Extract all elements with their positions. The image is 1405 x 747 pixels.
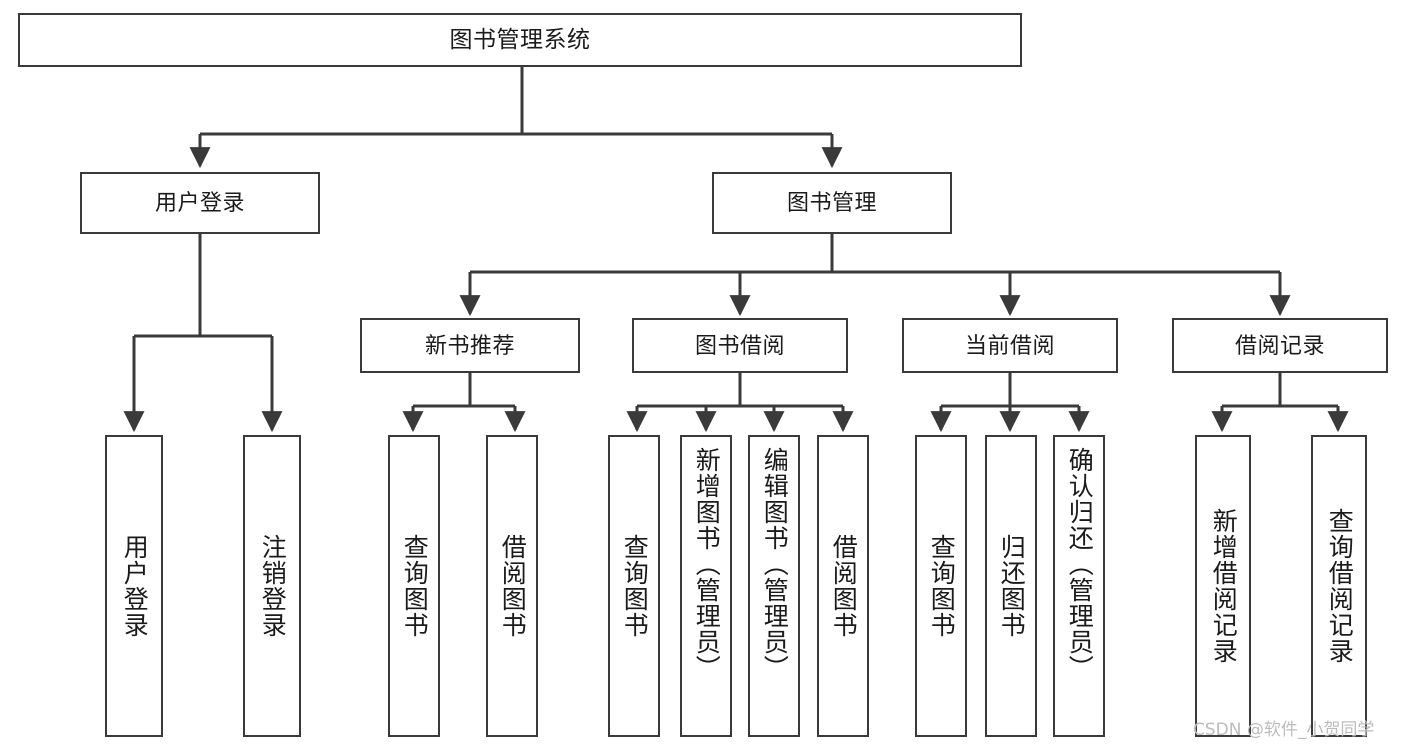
- node-root-label: 图书管理系统: [449, 26, 591, 53]
- node-leaf-borrow-book[interactable]: 借阅图书: [817, 435, 869, 737]
- node-leaf-label: 编辑图书（管理员）: [760, 447, 789, 681]
- node-leaf-label: 查询图书: [400, 534, 429, 638]
- node-new-book-recommend-label: 新书推荐: [424, 332, 515, 358]
- node-leaf-label: 借阅图书: [498, 534, 527, 638]
- node-leaf-edit-book[interactable]: 编辑图书（管理员）: [748, 435, 800, 737]
- node-leaf-add-borrow-record[interactable]: 新增借阅记录: [1195, 435, 1251, 737]
- node-leaf-logout[interactable]: 注销登录: [243, 435, 301, 737]
- node-leaf-label: 归还图书: [997, 534, 1026, 638]
- node-current-borrow[interactable]: 当前借阅: [902, 318, 1118, 373]
- node-borrow-record-label: 借阅记录: [1234, 332, 1325, 358]
- node-leaf-label: 新增图书（管理员）: [692, 447, 721, 681]
- node-user-login[interactable]: 用户登录: [80, 172, 320, 234]
- node-user-login-label: 用户登录: [154, 190, 245, 216]
- node-leaf-label: 查询借阅记录: [1325, 508, 1354, 664]
- node-leaf-borrow-book-recommend[interactable]: 借阅图书: [486, 435, 538, 737]
- node-leaf-add-book[interactable]: 新增图书（管理员）: [680, 435, 732, 737]
- node-leaf-label: 新增借阅记录: [1209, 508, 1238, 664]
- node-current-borrow-label: 当前借阅: [964, 332, 1055, 358]
- node-book-manage-label: 图书管理: [786, 190, 877, 216]
- node-leaf-return-book[interactable]: 归还图书: [985, 435, 1037, 737]
- node-borrow-record[interactable]: 借阅记录: [1172, 318, 1388, 373]
- node-leaf-label: 注销登录: [258, 534, 287, 638]
- node-leaf-query-book-current[interactable]: 查询图书: [915, 435, 967, 737]
- node-book-borrow[interactable]: 图书借阅: [632, 318, 848, 373]
- node-leaf-label: 确认归还（管理员）: [1065, 447, 1094, 681]
- node-leaf-query-borrow-record[interactable]: 查询借阅记录: [1311, 435, 1367, 737]
- node-leaf-label: 借阅图书: [829, 534, 858, 638]
- node-root[interactable]: 图书管理系统: [18, 13, 1022, 67]
- node-leaf-user-login[interactable]: 用户登录: [105, 435, 163, 737]
- node-leaf-query-book-recommend[interactable]: 查询图书: [388, 435, 440, 737]
- node-book-manage[interactable]: 图书管理: [712, 172, 952, 234]
- node-leaf-label: 查询图书: [620, 534, 649, 638]
- watermark: CSDN @软件_小贺同学: [1193, 720, 1375, 740]
- node-new-book-recommend[interactable]: 新书推荐: [360, 318, 580, 373]
- node-leaf-query-book-borrow[interactable]: 查询图书: [608, 435, 660, 737]
- node-book-borrow-label: 图书借阅: [694, 332, 785, 358]
- node-leaf-confirm-return[interactable]: 确认归还（管理员）: [1053, 435, 1105, 737]
- node-leaf-label: 查询图书: [927, 534, 956, 638]
- node-leaf-label: 用户登录: [120, 534, 149, 638]
